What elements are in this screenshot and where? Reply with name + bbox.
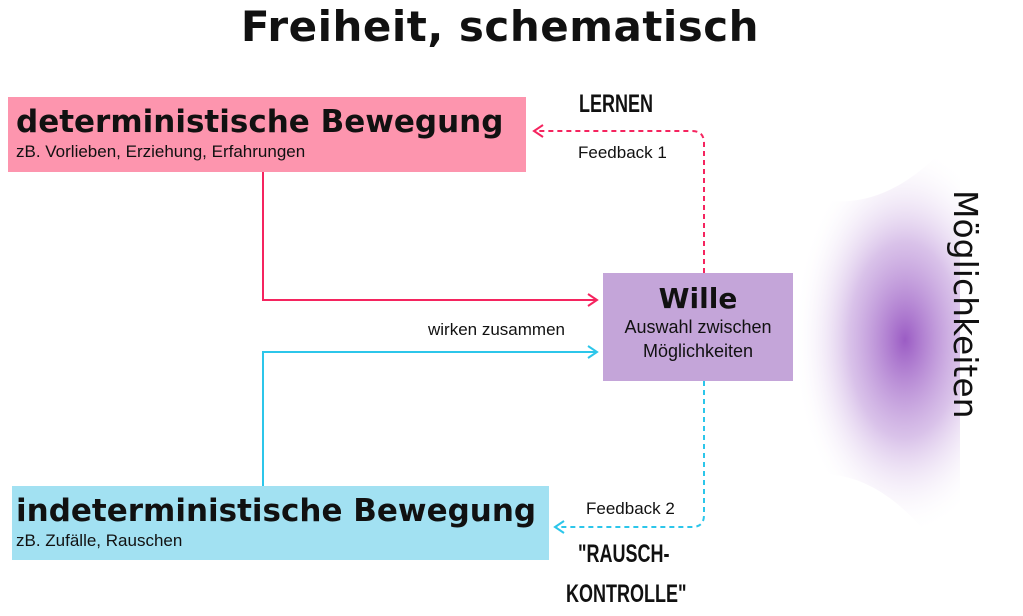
possibilities-cloud <box>790 130 960 580</box>
will-line2: Möglichkeiten <box>642 341 754 361</box>
feedback1-arrowhead <box>532 124 544 138</box>
indeterministic-title: indeterministische Bewegung <box>16 493 537 529</box>
feedback1-label: Feedback 1 <box>578 143 667 162</box>
feedback2-arrow <box>556 381 705 528</box>
deterministic-box: deterministische Bewegung zB. Vorlieben,… <box>8 97 526 172</box>
deterministic-arrowhead <box>587 293 599 307</box>
feedback2-arrowhead <box>553 520 565 534</box>
will-line1: Auswahl zwischen <box>624 317 772 337</box>
feedback2-label: Feedback 2 <box>586 499 675 518</box>
feedback1-heading: LERNEN <box>579 90 654 118</box>
deterministic-title: deterministische Bewegung <box>16 104 504 140</box>
indeterministic-arrowhead <box>587 345 599 359</box>
feedback1-arrow <box>535 130 705 273</box>
page-title: Freiheit, schematisch <box>240 2 760 51</box>
possibilities-label: Möglichkeiten <box>946 190 985 419</box>
deterministic-arrow <box>262 172 596 301</box>
indeterministic-arrow <box>262 351 596 486</box>
combine-label: wirken zusammen <box>428 320 565 339</box>
indeterministic-box: indeterministische Bewegung zB. Zufälle,… <box>12 486 549 560</box>
deterministic-subtitle: zB. Vorlieben, Erziehung, Erfahrungen <box>16 142 306 161</box>
feedback2-heading-line2: KONTROLLE" <box>566 580 687 608</box>
will-box: Wille Auswahl zwischen Möglichkeiten <box>603 273 793 381</box>
indeterministic-subtitle: zB. Zufälle, Rauschen <box>16 531 183 550</box>
will-title: Wille <box>658 282 738 315</box>
feedback2-heading-line1: "RAUSCH- <box>578 540 670 568</box>
